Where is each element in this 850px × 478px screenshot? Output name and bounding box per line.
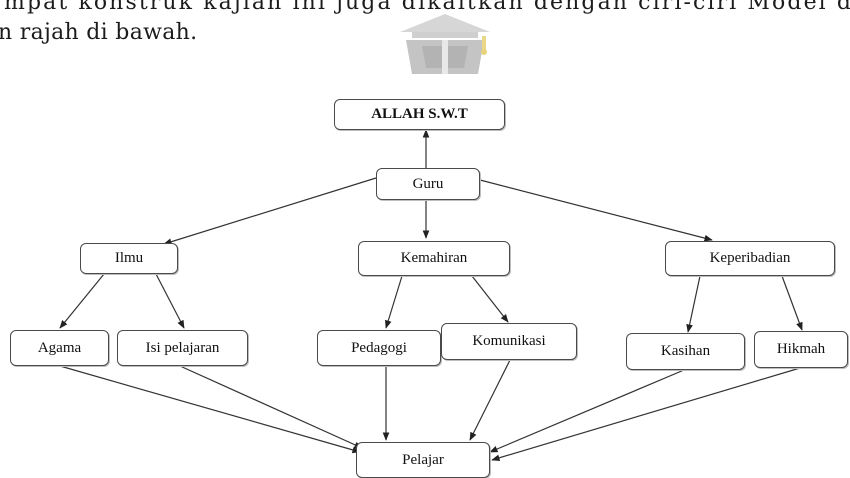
node-agama: Agama — [10, 330, 109, 366]
edge-guru-ilmu — [163, 177, 377, 245]
node-isi-pelajaran: Isi pelajaran — [117, 330, 248, 366]
edge-komunikasi-pelajar — [469, 359, 511, 441]
node-kasihan: Kasihan — [626, 333, 745, 370]
body-text-line-1: mpat konstruk kajian ini juga dikaitkan … — [4, 0, 850, 15]
node-guru: Guru — [376, 168, 480, 200]
edge-guru-keperibadian — [479, 179, 713, 242]
edge-isi-pelajaran-pelajar — [179, 365, 363, 449]
node-kemahiran: Kemahiran — [358, 241, 510, 276]
edge-kemahiran-komunikasi — [471, 275, 509, 323]
edge-keperibadian-hikmah — [781, 275, 803, 331]
edge-keperibadian-kasihan — [686, 275, 701, 333]
node-allah-swt: ALLAH S.W.T — [334, 99, 505, 130]
node-keperibadian: Keperibadian — [665, 241, 835, 276]
node-hikmah: Hikmah — [754, 331, 848, 368]
watermark-logo — [400, 14, 490, 74]
node-pelajar: Pelajar — [356, 442, 490, 478]
edge-ilmu-isi-pelajaran — [155, 273, 185, 329]
edge-kasihan-pelajar — [489, 369, 685, 453]
node-komunikasi: Komunikasi — [441, 323, 577, 360]
edge-kemahiran-pedagogi — [385, 275, 403, 329]
node-pedagogi: Pedagogi — [317, 330, 441, 366]
body-text-line-2: n rajah di bawah. — [0, 20, 198, 45]
edge-agama-pelajar — [59, 365, 361, 454]
edge-hikmah-pelajar — [491, 367, 801, 462]
node-ilmu: Ilmu — [80, 243, 178, 274]
edge-ilmu-agama — [59, 273, 105, 329]
